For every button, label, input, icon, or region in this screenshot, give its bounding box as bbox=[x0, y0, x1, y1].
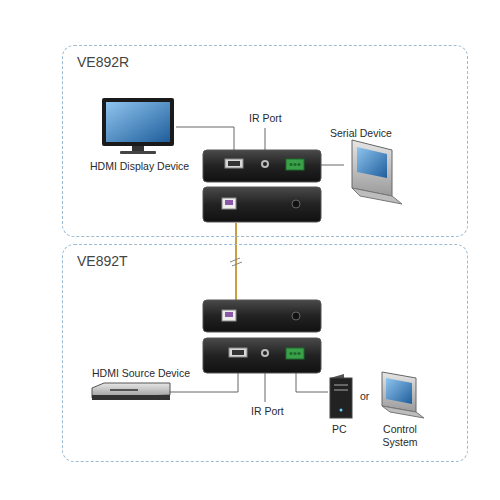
device-panel: VE892R bbox=[62, 45, 468, 237]
ir-leader bbox=[265, 373, 266, 402]
dvd-player-icon bbox=[92, 383, 170, 400]
hdmi-wire bbox=[176, 127, 234, 152]
panel-title: VE892R bbox=[77, 54, 129, 70]
device-label: PC bbox=[332, 423, 347, 436]
cable bbox=[235, 223, 237, 300]
panel-title: VE892T bbox=[77, 253, 128, 269]
pc-icon bbox=[330, 374, 352, 418]
device-label: HDMI Source Device bbox=[92, 367, 190, 380]
receiver-unit bbox=[203, 150, 321, 222]
terminal-icon bbox=[352, 140, 402, 204]
cable-break bbox=[230, 258, 242, 266]
device-label: Serial Device bbox=[330, 127, 392, 140]
device-label: or bbox=[360, 390, 369, 403]
device-label: HDMI Display Device bbox=[90, 160, 189, 173]
device-label: Control System bbox=[368, 423, 432, 448]
device-label: IR Port bbox=[249, 112, 282, 125]
device-label: IR Port bbox=[251, 405, 284, 418]
monitor-icon bbox=[102, 98, 174, 154]
control-panel-icon bbox=[382, 372, 424, 418]
transmitter-unit bbox=[203, 300, 321, 373]
